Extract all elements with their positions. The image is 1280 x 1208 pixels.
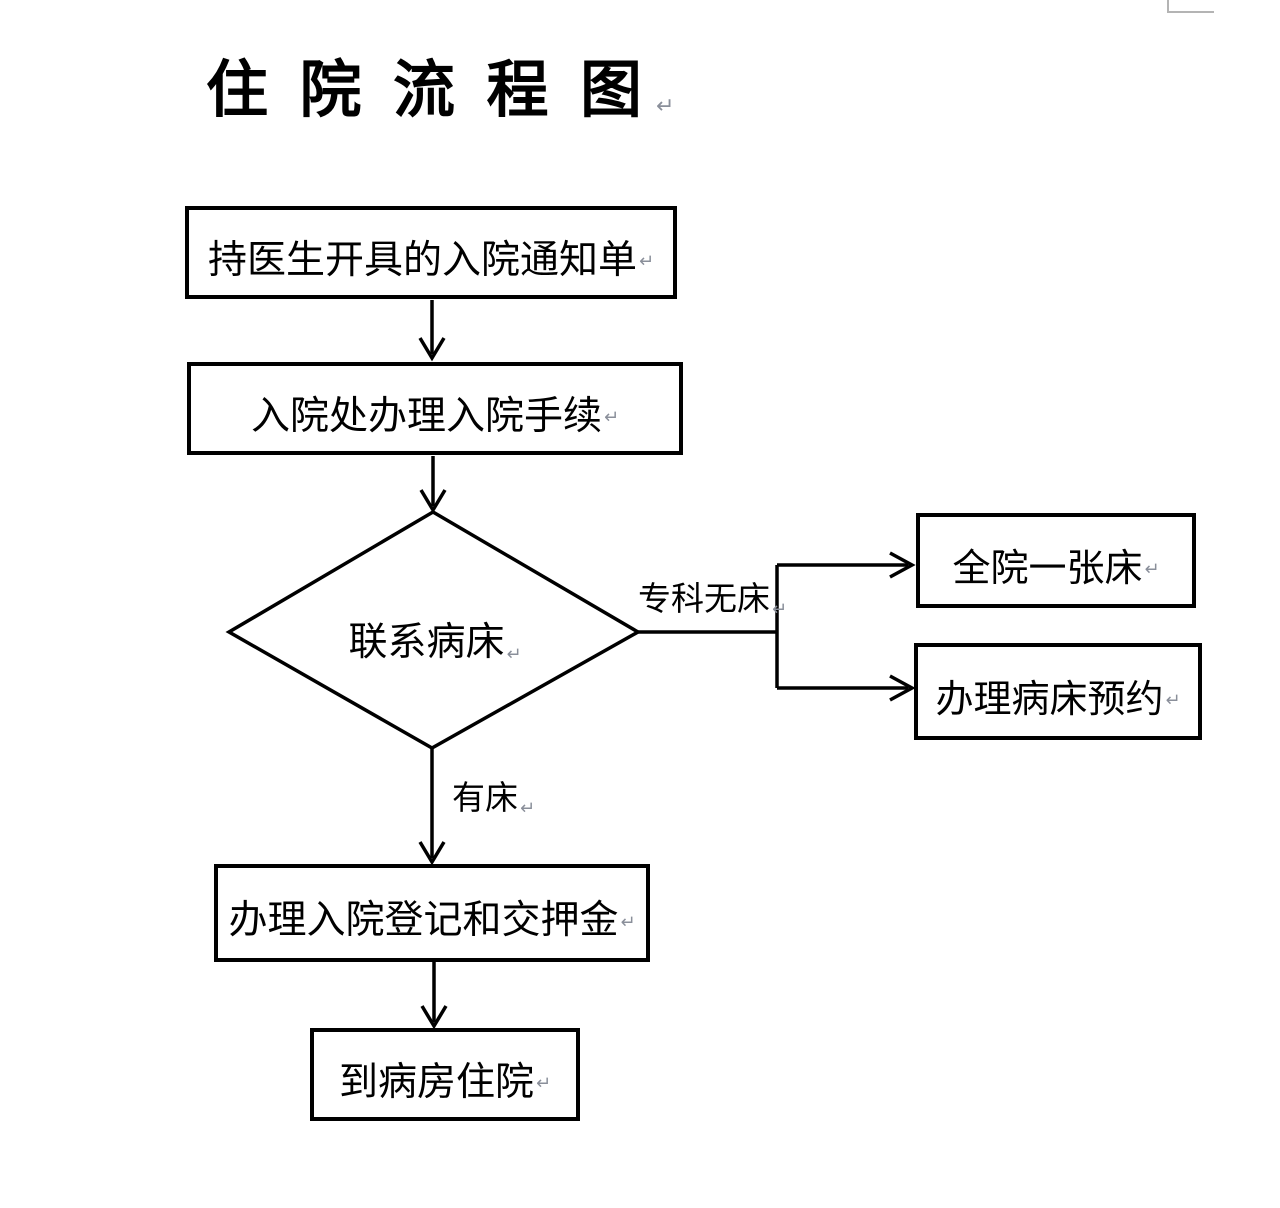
process-box-label: 办理入院登记和交押金 bbox=[228, 899, 619, 942]
process-box-label: 到病房住院 bbox=[338, 1060, 534, 1104]
arrowhead-down-register bbox=[418, 841, 446, 866]
branch-label-no-specialty-bed: 专科无床↵ bbox=[638, 572, 787, 620]
process-box-register-deposit: 办理入院登记和交押金↵ bbox=[214, 864, 650, 962]
branch-label-has-bed: 有床↵ bbox=[452, 771, 535, 819]
branch-label-text: 有床 bbox=[452, 781, 518, 817]
paragraph-mark-icon: ↵ bbox=[506, 644, 522, 665]
decision-contact-bed-label: 联系病床↵ bbox=[300, 611, 570, 667]
process-box-label: 入院处办理入院手续 bbox=[250, 394, 602, 438]
process-box-label: 办理病床预约 bbox=[935, 679, 1164, 721]
paragraph-mark-icon: ↵ bbox=[620, 911, 636, 933]
decision-label-text: 联系病床 bbox=[348, 621, 505, 664]
arrowhead-down-ward bbox=[420, 1005, 448, 1030]
arrowhead-down-procedures bbox=[418, 337, 446, 362]
page-title-text: 住 院 流 程 图 bbox=[206, 57, 651, 125]
process-box-label: 全院一张床 bbox=[952, 548, 1143, 590]
paragraph-mark-icon: ↵ bbox=[772, 599, 788, 620]
page-edge-corner bbox=[1167, 0, 1214, 13]
paragraph-mark-icon: ↵ bbox=[535, 1073, 552, 1094]
arrowhead-right-reservation bbox=[889, 674, 916, 702]
paragraph-mark-icon: ↵ bbox=[603, 407, 620, 428]
paragraph-mark-icon: ↵ bbox=[638, 251, 655, 272]
process-box-bed-reservation: 办理病床预约↵ bbox=[914, 643, 1202, 740]
branch-label-text: 专科无床 bbox=[638, 582, 770, 618]
process-box-one-bed-whole-hospital: 全院一张床↵ bbox=[916, 513, 1196, 608]
arrowhead-right-one-bed bbox=[889, 551, 916, 579]
paragraph-mark-icon: ↵ bbox=[520, 798, 536, 819]
paragraph-mark-icon: ↵ bbox=[1144, 559, 1160, 580]
paragraph-mark-icon: ↵ bbox=[656, 94, 675, 119]
process-box-to-ward: 到病房住院↵ bbox=[310, 1028, 580, 1121]
process-box-admission-notice: 持医生开具的入院通知单↵ bbox=[185, 206, 677, 299]
process-box-admission-procedures: 入院处办理入院手续↵ bbox=[187, 362, 683, 455]
process-box-label: 持医生开具的入院通知单 bbox=[207, 238, 637, 282]
paragraph-mark-icon: ↵ bbox=[1165, 690, 1181, 711]
page-title: 住 院 流 程 图↵ bbox=[206, 56, 674, 127]
